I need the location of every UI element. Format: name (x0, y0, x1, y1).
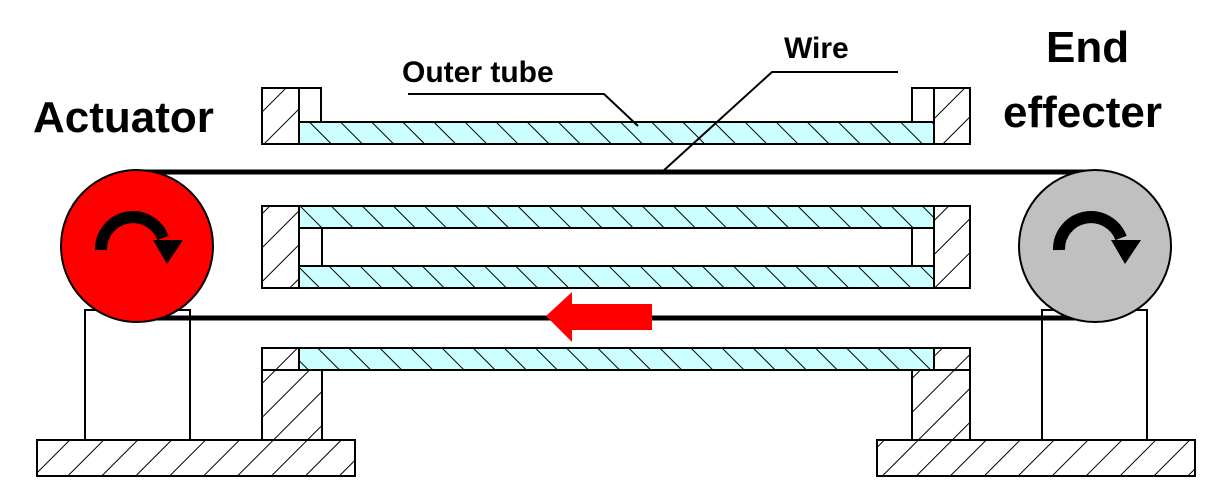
outer-tube-mid-lower (298, 265, 935, 289)
outer-tube-top (298, 121, 935, 145)
wire-label: Wire (784, 32, 849, 65)
base-plate-right (876, 439, 1196, 477)
lower-tube-end-left (261, 347, 300, 371)
lower-tube-end-right (933, 347, 971, 371)
mid-end-left (261, 205, 300, 289)
outer-tube-leader (408, 93, 639, 127)
wire-direction-arrow-icon (546, 292, 652, 342)
support-right-outer (1041, 309, 1148, 441)
rotation-arrow-icon-left (94, 211, 183, 264)
cap-top-left-lip (298, 87, 322, 123)
mid-gap (321, 227, 913, 267)
rotation-arrow-icon-right (1052, 211, 1141, 264)
cap-top-right-lip (911, 87, 935, 123)
outer-tube-mid-upper (298, 205, 935, 229)
end-effector-label-line2: effecter (1003, 88, 1162, 137)
support-left-outer (84, 309, 191, 441)
mid-end-right (933, 205, 971, 289)
base-plate-left (36, 439, 356, 477)
end-effector-label-line1: End (1046, 23, 1129, 72)
wire-leader (661, 71, 898, 173)
cap-top-left (261, 87, 300, 145)
outer-tube-lower (298, 347, 935, 371)
actuator-pulley (60, 169, 214, 323)
outer-tube-label: Outer tube (402, 56, 554, 89)
actuator-label: Actuator (33, 93, 214, 142)
cap-top-right (933, 87, 971, 145)
end-effector-pulley (1018, 169, 1172, 323)
